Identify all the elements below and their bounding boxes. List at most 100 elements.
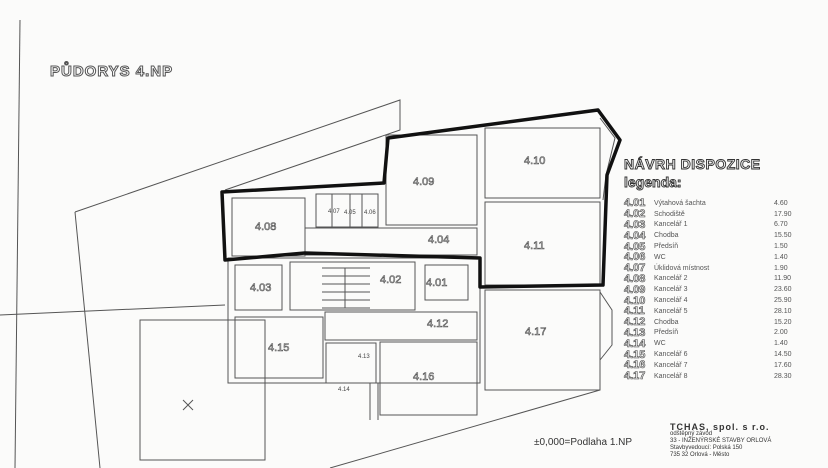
legend-code: 4.17 [624, 370, 646, 383]
legend-area: 28.30 [774, 372, 792, 380]
legend-code: 4.12 [624, 316, 646, 329]
legend-row: 4.13 Předsíň 2.00 [624, 326, 824, 340]
legend-name: Kancelář 5 [654, 307, 688, 315]
legend-subtitle: legenda: [624, 174, 682, 191]
paper-edge [14, 19, 21, 468]
legend-name: Kancelář 2 [654, 275, 688, 283]
legend-name: Schodiště [654, 210, 685, 218]
legend-code: 4.08 [624, 272, 646, 286]
room-label: 4.17 [525, 326, 546, 338]
legend-area: 17.60 [774, 361, 792, 369]
room-label: 4.13 [358, 354, 370, 360]
legend-area: 15.50 [774, 232, 792, 240]
legend-name: Výtahová šachta [654, 199, 706, 207]
highlighted-area-outline [220, 108, 622, 289]
legend-row: 4.05 Předsíň 1.50 [624, 240, 824, 253]
legend-area: 1.40 [774, 253, 788, 261]
room-4-10 [484, 127, 601, 199]
room-label: 4.04 [428, 234, 449, 246]
legend-code: 4.05 [624, 240, 646, 253]
company-stamp: TCHAS, spol. s r.o. odštěpný závod 33 - … [670, 422, 772, 459]
legend-name: Předsíň [654, 243, 679, 251]
cross-mark [182, 399, 194, 411]
room-label: 4.09 [413, 176, 434, 188]
room-4-03 [234, 264, 283, 311]
legend-row: 4.07 Úklidová místnost 1.90 [624, 262, 824, 275]
legend-code: 4.02 [624, 208, 646, 221]
legend-code: 4.13 [624, 326, 646, 340]
legend-name: WC [654, 340, 666, 348]
legend-code: 4.04 [624, 229, 646, 242]
legend-code: 4.16 [624, 359, 646, 372]
legend-name: Kancelář 6 [654, 351, 688, 359]
stamp-line: TCHAS, spol. s r.o. [670, 422, 770, 432]
legend-name: Kancelář 1 [654, 221, 688, 229]
legend-name: Chodba [654, 232, 679, 240]
room-label: 4.12 [427, 318, 448, 330]
legend-code: 4.11 [624, 305, 645, 318]
legend-code: 4.09 [624, 283, 646, 296]
stamp-line: 33 - INŽENÝRSKÉ STAVBY ORLOVÁ [670, 438, 772, 444]
legend-name: Úklidová místnost [654, 264, 710, 272]
room-4-04 [304, 227, 478, 256]
legend-row: 4.02 Schodiště 17.90 [624, 208, 824, 221]
legend-row: 4.12 Chodba 15.20 [624, 316, 824, 329]
rooms-4-13-4-14 [325, 342, 377, 384]
legend-name: Chodba [654, 318, 679, 326]
room-label: 4.01 [426, 277, 447, 289]
room-4-01 [424, 264, 469, 301]
legend-code: 4.14 [624, 337, 646, 350]
legend-row: 4.11 Kancelář 5 28.10 [624, 305, 824, 318]
legend-title: NÁVRH DISPOZICE [624, 156, 761, 173]
room-label: 4.06 [364, 210, 376, 216]
legend-code: 4.07 [624, 262, 646, 275]
rooms-4-05-4-07 [315, 193, 379, 228]
legend-name: WC [654, 253, 666, 261]
room-label: 4.07 [328, 209, 340, 215]
legend-name: Kancelář 8 [654, 372, 688, 380]
site-boundary [74, 99, 401, 213]
room-label: 4.10 [524, 155, 545, 167]
legend-name: Kancelář 4 [654, 297, 688, 305]
legend-area: 1.40 [774, 340, 788, 348]
legend-area: 17.90 [774, 210, 792, 218]
stamp-line: odštěpný závod [670, 431, 713, 437]
room-4-16 [379, 341, 478, 416]
stamp-line: 735 32 Orlová - Město [670, 452, 730, 458]
legend-row: 4.01 Výtahová šachta 4.60 [624, 197, 824, 210]
legend-name: Předsíň [654, 329, 679, 337]
legend-row: 4.09 Kancelář 3 23.60 [624, 283, 824, 296]
legend-area: 15.20 [774, 318, 792, 326]
legend-area: 1.90 [774, 264, 788, 272]
legend-area: 6.70 [774, 221, 788, 229]
legend-name: Kancelář 3 [654, 286, 688, 294]
room-label: 4.05 [344, 210, 356, 216]
legend-area: 1.50 [774, 243, 788, 251]
room-label: 4.03 [250, 282, 271, 294]
room-4-12 [324, 311, 478, 341]
site-line [329, 389, 601, 468]
stamp-line: Stavbyvedoucí: Polská 150 [670, 445, 743, 451]
legend-area: 28.10 [774, 307, 792, 315]
legend-code: 4.10 [624, 294, 646, 307]
legend-table: 4.01 Výtahová šachta 4.60 4.02 Schodiště 17.9… [624, 197, 824, 383]
site-line [0, 304, 226, 316]
room-4-02 [289, 261, 416, 311]
legend-area: 14.50 [774, 351, 792, 359]
site-boundary [74, 211, 101, 468]
room-label: 4.11 [524, 240, 545, 252]
room-label: 4.16 [413, 371, 434, 383]
room-4-15 [234, 316, 324, 379]
legend-area: 2.00 [774, 329, 788, 337]
room-label: 4.02 [380, 274, 401, 286]
legend-area: 4.60 [774, 199, 788, 207]
legend-area: 23.60 [774, 286, 792, 294]
legend-code: 4.01 [624, 197, 646, 210]
